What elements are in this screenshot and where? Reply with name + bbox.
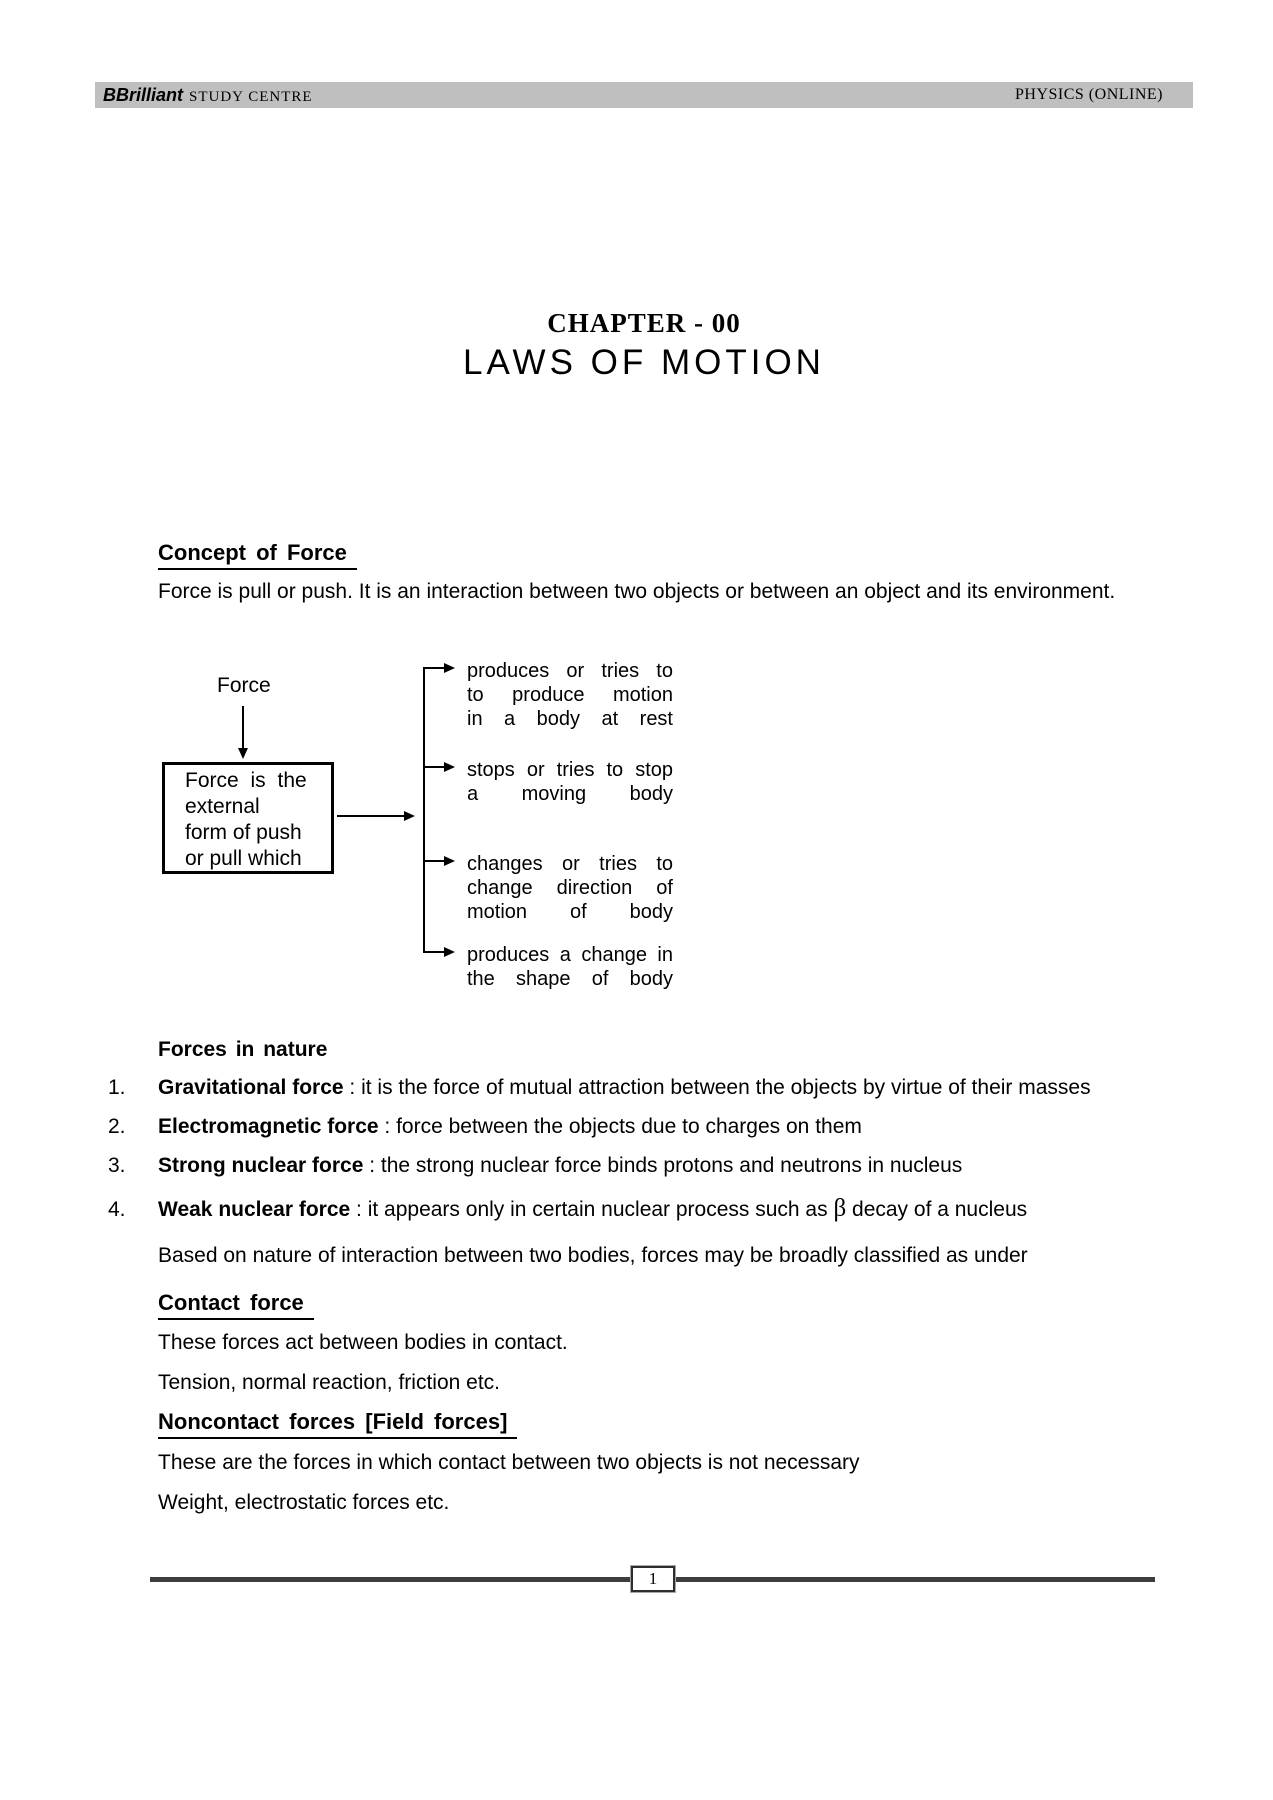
branch-trunk-line <box>423 667 425 953</box>
branch3-text: changes or tries to change direction of … <box>467 853 673 923</box>
header-bar: BBrilliant STUDY CENTRE PHYSICS (ONLINE) <box>95 82 1193 108</box>
branch2-arrow-icon <box>444 762 455 772</box>
header-subject-label: PHYSICS (ONLINE) <box>1015 86 1163 103</box>
item1-desc: : it is the force of mutual attraction b… <box>343 1076 1091 1099</box>
item4-term: Weak nuclear force <box>158 1198 351 1221</box>
contact-force-heading: Contact force <box>158 1290 314 1320</box>
section-concept-of-force: Concept of Force <box>158 540 357 570</box>
classification-note: Based on nature of interaction between t… <box>158 1244 1028 1267</box>
concept-intro-text: Force is pull or push. It is an interact… <box>158 580 1116 603</box>
force-item-4: 4. Weak nuclear force : it appears only i… <box>108 1195 1028 1222</box>
item4-desc-after: decay of a nucleus <box>846 1198 1028 1221</box>
item1-term: Gravitational force <box>158 1076 344 1099</box>
contact-line2: Tension, normal reaction, friction etc. <box>158 1371 500 1394</box>
brand-logo-text: BBrilliant <box>103 84 184 105</box>
page-number-box: 1 <box>631 1566 675 1592</box>
box-arrow-line <box>337 815 405 817</box>
contact-line1: These forces act between bodies in conta… <box>158 1331 568 1354</box>
box-arrow-head-icon <box>404 811 415 821</box>
branch1-arrow-icon <box>444 663 455 673</box>
branch4-arrow-icon <box>444 947 455 957</box>
section-contact-force: Contact force <box>158 1290 314 1320</box>
concept-heading: Concept of Force <box>158 540 357 570</box>
item2-desc: : force between the objects due to charg… <box>378 1115 862 1138</box>
brand: BBrilliant STUDY CENTRE <box>103 85 313 106</box>
branch1-text: produces or tries to to produce motion i… <box>467 660 673 730</box>
brand-subtitle: STUDY CENTRE <box>189 88 313 105</box>
section-noncontact-forces: Noncontact forces [Field forces] <box>158 1409 518 1439</box>
branch2-line <box>423 766 445 768</box>
force-definition-box: Force is the external form of push or pu… <box>162 762 334 874</box>
item4-desc-before: : it appears only in certain nuclear pro… <box>350 1198 834 1221</box>
item2-number: 2. <box>108 1115 126 1138</box>
noncontact-line1: These are the forces in which contact be… <box>158 1451 860 1474</box>
down-arrow-line <box>242 706 244 749</box>
beta-symbol: β <box>833 1195 847 1222</box>
down-arrow-head-icon <box>238 748 248 759</box>
item3-desc: : the strong nuclear force binds protons… <box>363 1154 963 1177</box>
item2-term: Electromagnetic force <box>158 1115 379 1138</box>
chapter-heading: CHAPTER - 00 <box>547 308 741 338</box>
force-item-2: 2. Electromagnetic force : force between … <box>108 1115 862 1139</box>
branch4-text: produces a change in the shape of body <box>467 944 673 990</box>
force-item-3: 3. Strong nuclear force : the strong nucl… <box>108 1154 962 1178</box>
item1-number: 1. <box>108 1076 126 1099</box>
branch4-line <box>423 951 445 953</box>
page-number: 1 <box>648 1569 658 1588</box>
item3-term: Strong nuclear force <box>158 1154 364 1177</box>
force-item-1: 1. Gravitational force : it is the force … <box>108 1076 1091 1100</box>
title-block: CHAPTER - 00 LAWS OF MOTION <box>95 308 1193 383</box>
forces-in-nature-heading: Forces in nature <box>158 1038 328 1061</box>
branch3-arrow-icon <box>444 856 455 866</box>
branch3-line <box>423 860 445 862</box>
page-title: LAWS OF MOTION <box>463 343 825 382</box>
branch1-line <box>423 667 445 669</box>
diagram-force-label: Force <box>217 674 271 697</box>
noncontact-forces-heading: Noncontact forces [Field forces] <box>158 1409 518 1439</box>
branch2-text: stops or tries to stop a moving body <box>467 759 673 805</box>
item4-number: 4. <box>108 1198 126 1221</box>
item3-number: 3. <box>108 1154 126 1177</box>
noncontact-line2: Weight, electrostatic forces etc. <box>158 1491 450 1514</box>
